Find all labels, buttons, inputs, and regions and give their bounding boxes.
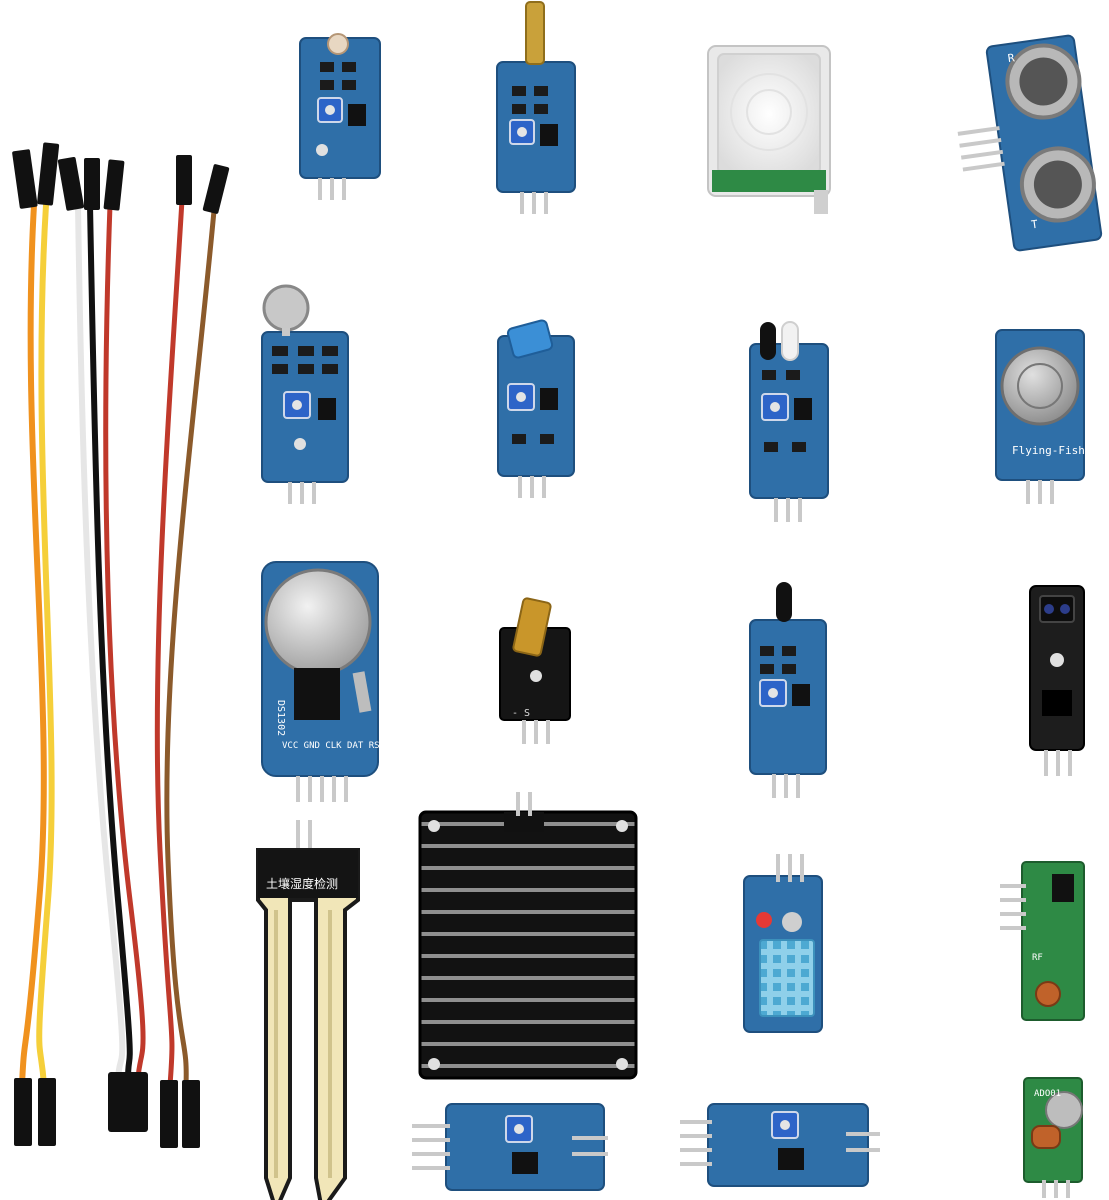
laser-module: - S <box>499 597 571 744</box>
jumper-wires <box>19 197 218 1088</box>
dupont-connector <box>57 156 85 211</box>
tilt-switch-cylinder <box>525 1 545 65</box>
rf-receiver-label: RF <box>1032 953 1043 963</box>
rf-transmitter-label: ADO01 <box>1034 1089 1061 1099</box>
wire-connectors-bottom <box>14 1072 200 1148</box>
dupont-connector <box>182 1080 200 1148</box>
rain-sensor-plate <box>418 792 638 1080</box>
dupont-connector <box>176 155 192 205</box>
dht11-sensor-module <box>743 854 823 1033</box>
wire-black <box>87 202 133 1083</box>
soil-sensor-label: 土壤湿度检测 <box>266 876 338 891</box>
rf-receiver-module: RF <box>1000 861 1085 1021</box>
dupont-connector <box>38 1078 56 1146</box>
dht11-grid-housing <box>759 939 815 1017</box>
coil-inductor <box>1035 981 1061 1007</box>
tilt-sensor-module <box>496 1 576 214</box>
flame-ir-receiver <box>776 582 792 622</box>
dupont-connector <box>202 164 230 214</box>
gas-sensor-can <box>1000 346 1080 426</box>
rain-sensor-control-board <box>412 1103 608 1191</box>
wire-connectors-top <box>12 142 230 214</box>
ir-receiver <box>760 322 776 360</box>
vibration-sensor-module <box>497 319 575 498</box>
line-tracking-sensor-module <box>1029 585 1085 776</box>
wire-red-right <box>154 197 185 1088</box>
tcrt-sensor <box>1039 595 1075 623</box>
dupont-connector <box>160 1080 178 1148</box>
rtc-clock-module: DS1302 VCC GND CLK DAT RST <box>261 561 386 802</box>
sound-sensor-module <box>261 284 349 504</box>
photoresistor-module <box>299 33 381 200</box>
dupont-connector <box>84 158 100 210</box>
status-led <box>756 912 772 928</box>
coin-cell-battery <box>264 568 372 676</box>
ir-obstacle-sensor-module <box>749 321 829 522</box>
rtc-module-label: DS1302 <box>275 700 286 736</box>
ir-emitter <box>781 321 799 361</box>
ultrasonic-sensor-module: R T <box>957 34 1103 252</box>
ultrasonic-label-r: R <box>1007 51 1016 65</box>
wire-white <box>75 202 126 1083</box>
laser-pin-labels: - S <box>512 708 530 719</box>
wire-yellow <box>36 202 55 1088</box>
dupont-connector <box>108 1072 148 1132</box>
coil-inductor <box>1031 1125 1061 1149</box>
flame-sensor-module <box>749 582 827 798</box>
soil-sensor-control-board <box>680 1103 880 1187</box>
soil-moisture-probe: 土壤湿度检测 <box>256 820 360 1200</box>
vibration-switch <box>506 319 554 359</box>
wire-brown <box>164 197 218 1088</box>
rf-transmitter-module: ADO01 <box>1023 1077 1083 1198</box>
dupont-connector <box>12 149 38 209</box>
pir-motion-sensor <box>707 45 831 214</box>
wire-red-left <box>103 202 146 1083</box>
saw-resonator <box>1045 1091 1083 1129</box>
rtc-pin-labels: VCC GND CLK DAT RST <box>282 741 386 751</box>
wire-orange <box>19 202 47 1088</box>
dupont-connector <box>37 142 60 206</box>
ultrasonic-label-t: T <box>1030 218 1039 232</box>
dupont-connector <box>14 1078 32 1146</box>
dupont-connector <box>103 159 125 211</box>
microphone <box>262 284 310 332</box>
laser-head <box>512 597 552 657</box>
mq-sensor-label: Flying-Fish <box>1012 444 1085 457</box>
mq-gas-sensor-module: Flying-Fish <box>995 329 1085 504</box>
